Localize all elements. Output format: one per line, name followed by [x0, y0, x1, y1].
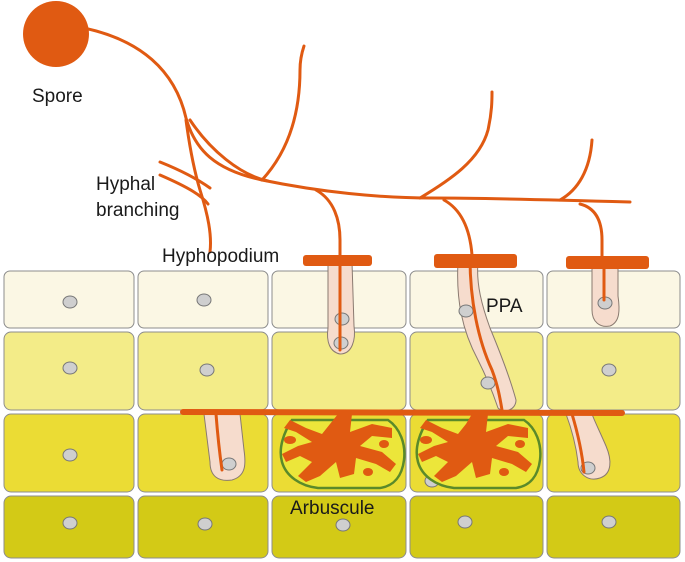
internal-hyphae — [214, 256, 606, 474]
arbuscule-left — [282, 414, 396, 482]
hyphal-network — [82, 26, 632, 260]
hyphal-branching-label-line2: branching — [96, 200, 179, 221]
spore-label: Spore — [32, 86, 83, 107]
arbuscule-right — [418, 414, 532, 482]
nuclei — [62, 293, 617, 532]
nucleus — [197, 517, 213, 531]
nucleus — [601, 363, 617, 377]
spore — [23, 1, 89, 67]
hyphopodium — [566, 256, 649, 269]
nucleus — [62, 361, 78, 375]
arbuscule-label: Arbuscule — [290, 498, 375, 519]
nucleus — [221, 457, 237, 471]
nucleus — [196, 293, 212, 307]
nucleus — [334, 312, 350, 326]
nucleus — [601, 515, 617, 529]
intercellular-hypha — [180, 409, 625, 416]
nucleus — [62, 295, 78, 309]
hyphopodium — [434, 254, 517, 268]
nucleus — [458, 304, 474, 318]
hyphopodia — [303, 254, 649, 269]
nucleus — [62, 448, 78, 462]
hyphal-branching-label-line1: Hyphal — [96, 174, 155, 195]
nucleus — [480, 376, 496, 390]
nucleus — [199, 363, 215, 377]
nucleus — [335, 518, 351, 532]
cell — [546, 413, 681, 493]
hypha-tube — [591, 265, 620, 327]
nucleus — [62, 516, 78, 530]
ppa-label: PPA — [486, 296, 523, 317]
cell — [409, 495, 544, 559]
hyphopodium-label: Hyphopodium — [162, 246, 279, 267]
nucleus — [457, 515, 473, 529]
hyphopodium — [303, 255, 372, 266]
cell — [137, 413, 269, 493]
